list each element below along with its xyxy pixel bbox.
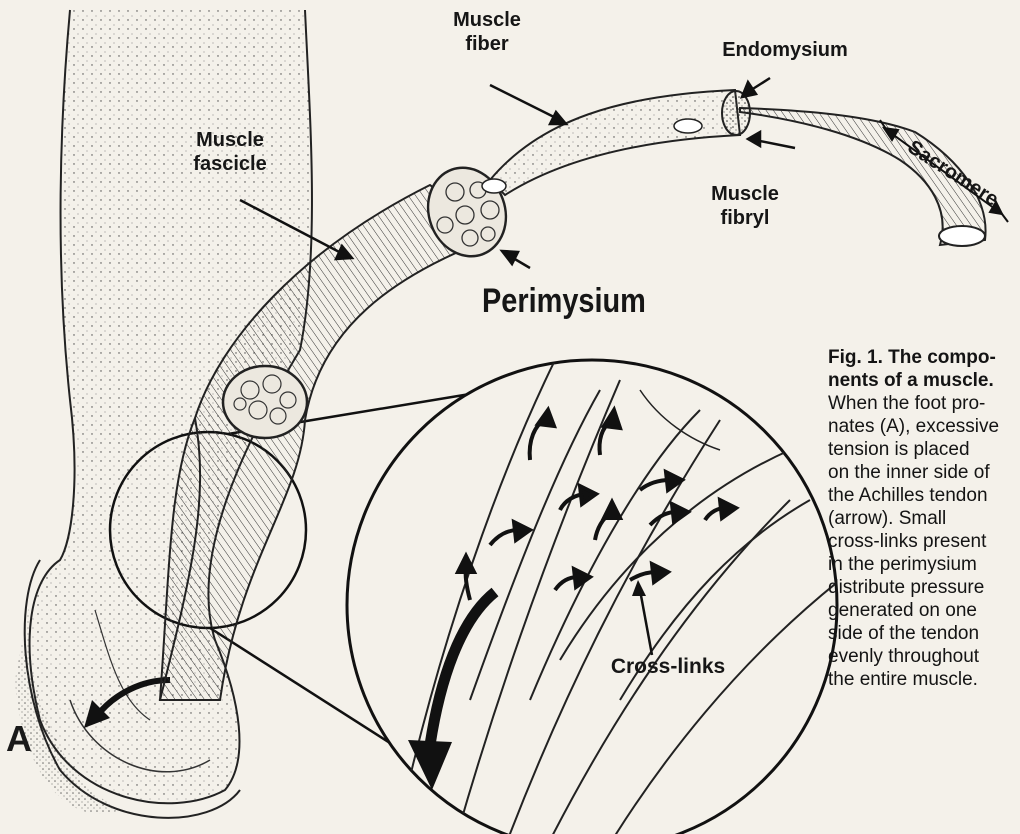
caption-line: When the foot pro- <box>828 392 1020 415</box>
caption-line: nates (A), excessive <box>828 415 1020 438</box>
fiber-end <box>482 179 506 193</box>
caption-title: Fig. 1. The compo- nents of a muscle. <box>828 346 1020 392</box>
fibryl-end <box>939 226 985 246</box>
caption-body: When the foot pro- nates (A), excessive … <box>828 392 1020 691</box>
caption-title-line: nents of a muscle. <box>828 369 1020 392</box>
caption-line: evenly throughout <box>828 645 1020 668</box>
caption-line: on the inner side of <box>828 461 1020 484</box>
label-cross-links: Cross-links <box>598 655 738 679</box>
caption-line: cross-links present <box>828 530 1020 553</box>
caption-line: generated on one <box>828 599 1020 622</box>
caption-line: the entire muscle. <box>828 668 1020 691</box>
label-endomysium: Endomysium <box>710 38 860 62</box>
fiber-nucleus <box>674 119 702 133</box>
muscle-fibryl-line2: fibryl <box>721 207 770 229</box>
caption-line: the Achilles tendon <box>828 484 1020 507</box>
caption-line: side of the tendon <box>828 622 1020 645</box>
muscle-fibryl-line1: Muscle <box>711 183 779 205</box>
figure-caption: Fig. 1. The compo- nents of a muscle. Wh… <box>828 346 1020 691</box>
caption-line: tension is placed <box>828 438 1020 461</box>
muscle-fiber <box>490 90 740 195</box>
caption-line: (arrow). Small <box>828 507 1020 530</box>
label-muscle-fibryl: Muscle fibryl <box>700 182 790 230</box>
muscle-fascicle-line1: Muscle <box>196 129 264 151</box>
muscle-fascicle-line2: fascicle <box>193 153 266 175</box>
muscle-fiber-line1: Muscle <box>453 9 521 31</box>
caption-line: in the perimysium <box>828 553 1020 576</box>
muscle-fiber-line2: fiber <box>465 33 508 55</box>
bundle-cross-section <box>223 366 307 438</box>
caption-title-line: Fig. 1. The compo- <box>828 346 1020 369</box>
panel-letter: A <box>6 718 32 760</box>
label-perimysium: Perimysium <box>482 282 646 320</box>
caption-line: distribute pressure <box>828 576 1020 599</box>
label-muscle-fascicle: Muscle fascicle <box>180 128 280 176</box>
label-muscle-fiber: Muscle fiber <box>442 8 532 56</box>
